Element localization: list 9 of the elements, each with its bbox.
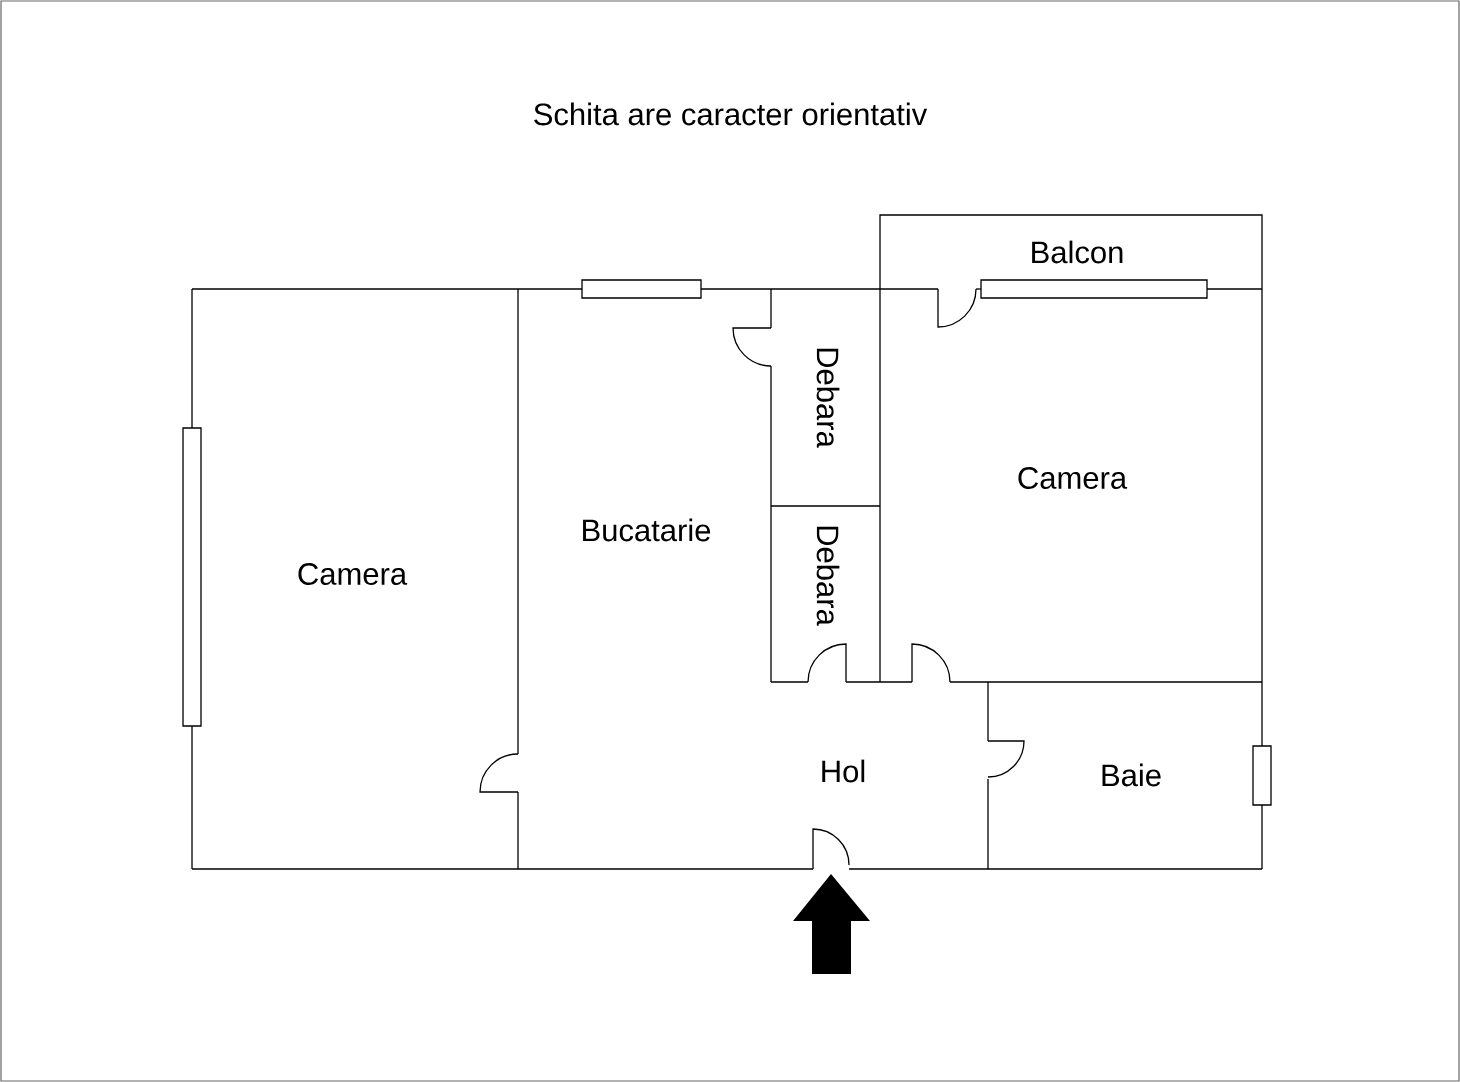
room-label: Debara (816, 348, 840, 448)
room-label: Balcon (1032, 240, 1123, 264)
room-label: Hol (822, 759, 865, 783)
room-label: Camera (1018, 467, 1128, 489)
room-label: Baie (1102, 763, 1161, 787)
room-label: Debara (816, 526, 840, 626)
room-label: Camera (298, 563, 408, 585)
room-label: Bucatarie (583, 518, 711, 542)
title-text: Schita are caracter orientativ (534, 102, 928, 126)
